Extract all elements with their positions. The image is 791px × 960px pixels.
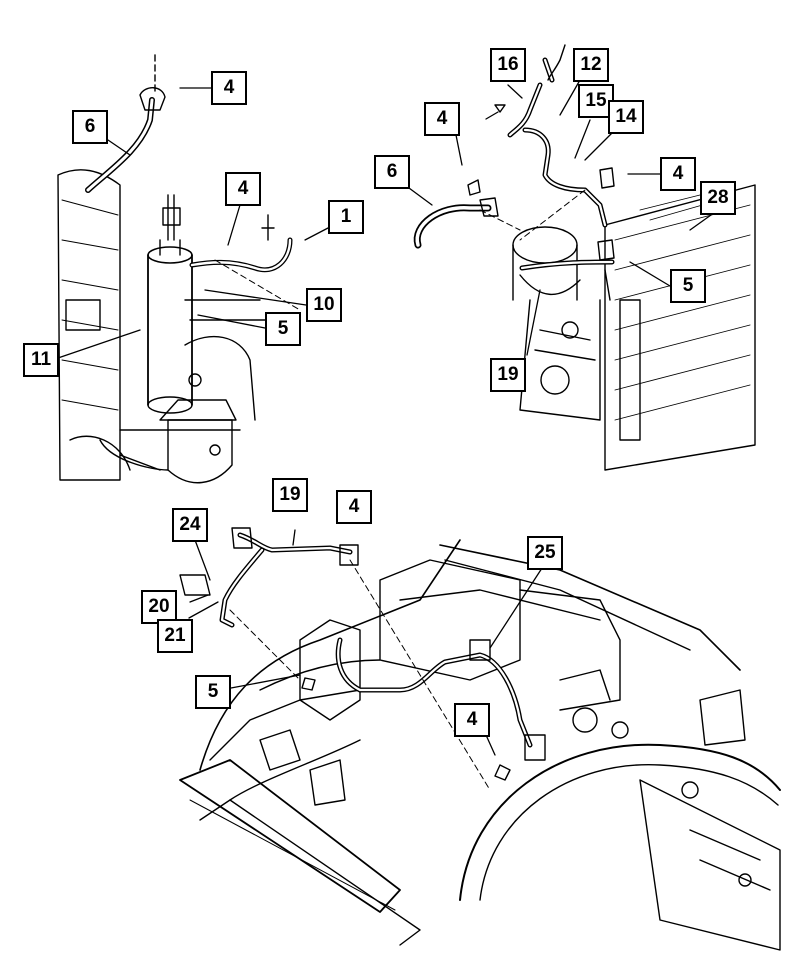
callout-part-6-left-hose: 6 <box>72 110 108 144</box>
upper-right-assembly <box>413 44 756 471</box>
callout-part-1: 1 <box>328 200 364 234</box>
callout-part-25: 25 <box>527 536 563 570</box>
callout-part-11: 11 <box>23 343 59 377</box>
upper-left-assembly <box>57 54 301 484</box>
callout-part-4-right-a: 4 <box>424 102 460 136</box>
callout-part-16: 16 <box>490 48 526 82</box>
callout-part-19-bottom: 19 <box>272 478 308 512</box>
callout-part-10: 10 <box>306 288 342 322</box>
callout-part-4-right-b: 4 <box>660 157 696 191</box>
callout-part-4-accumulator-nut: 4 <box>211 71 247 105</box>
callout-part-24: 24 <box>172 508 208 542</box>
callout-part-6-right: 6 <box>374 155 410 189</box>
callout-part-28: 28 <box>700 181 736 215</box>
callout-part-5-left: 5 <box>265 312 301 346</box>
callout-part-4-mid-left: 4 <box>225 172 261 206</box>
callout-part-12: 12 <box>573 48 609 82</box>
callout-part-19-right: 19 <box>490 358 526 392</box>
callout-part-14: 14 <box>608 100 644 134</box>
callout-part-5-right: 5 <box>670 269 706 303</box>
front-body-assembly <box>179 527 781 951</box>
callout-part-5-bottom: 5 <box>195 675 231 709</box>
callout-part-4-bottom-a: 4 <box>336 490 372 524</box>
callout-part-21: 21 <box>157 619 193 653</box>
callout-part-4-bottom-b: 4 <box>454 703 490 737</box>
leader-lines <box>57 79 719 756</box>
